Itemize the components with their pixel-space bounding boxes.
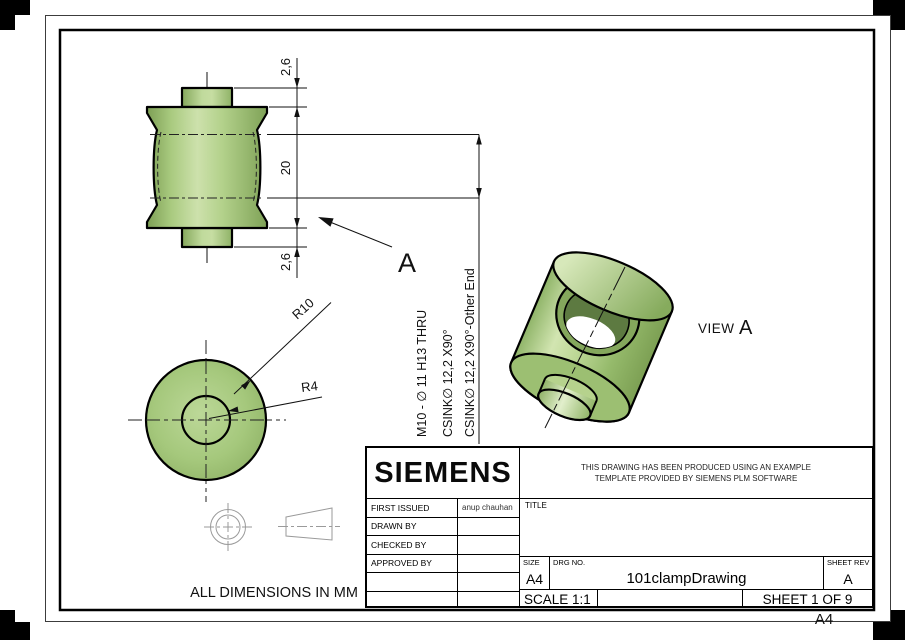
sheet-count-cell: SHEET 1 OF 9 bbox=[743, 590, 872, 608]
front-body bbox=[145, 105, 269, 230]
scale-row-empty-cell bbox=[598, 590, 743, 608]
iso-view-letter: A bbox=[739, 317, 753, 339]
sheet-count-value: SHEET 1 OF 9 bbox=[762, 591, 853, 607]
radius-inner-label: R4 bbox=[300, 378, 318, 395]
hole-callout-line3: CSINK∅ 12,2 X90°-Other End bbox=[463, 268, 477, 437]
approval-row-drawn-by: DRAWN BY bbox=[367, 517, 520, 536]
inner-border bbox=[58, 28, 876, 612]
size-value: A4 bbox=[525, 571, 544, 587]
iso-axis-centerline bbox=[544, 266, 626, 429]
drg-cell: DRG NO. 101clampDrawing bbox=[550, 557, 824, 589]
scale-value: SCALE 1:1 bbox=[524, 591, 591, 607]
title-block: SIEMENS THIS DRAWING HAS BEEN PRODUCED U… bbox=[365, 446, 874, 608]
approval-value: anup chauhan bbox=[462, 503, 513, 513]
approval-value bbox=[458, 573, 519, 591]
disclaimer-cell: THIS DRAWING HAS BEEN PRODUCED USING AN … bbox=[520, 448, 872, 499]
size-cell: SIZE A4 bbox=[520, 557, 550, 589]
front-boss-top bbox=[180, 86, 234, 109]
approval-label bbox=[367, 591, 458, 608]
approval-row-first-issued: FIRST ISSUED anup chauhan bbox=[367, 499, 520, 518]
hole-callout: M10 - ∅ 11 H13 THRU CSINK∅ 12,2 X90° CSI… bbox=[415, 268, 477, 437]
corner-mark-top-left bbox=[0, 0, 30, 30]
approval-label: CHECKED BY bbox=[367, 536, 458, 554]
approval-label: FIRST ISSUED bbox=[367, 499, 458, 517]
view-arrow-label: A bbox=[398, 248, 416, 278]
iso-top-cap bbox=[552, 251, 674, 322]
scale-cell: SCALE 1:1 bbox=[520, 590, 598, 608]
title-cell: TITLE bbox=[520, 499, 872, 557]
front-view bbox=[145, 72, 269, 263]
approval-label: DRAWN BY bbox=[367, 517, 458, 535]
siemens-logo: SIEMENS bbox=[374, 456, 512, 489]
projection-circle-outer bbox=[210, 509, 246, 545]
iso-through-hole bbox=[566, 316, 616, 349]
iso-boss-face bbox=[537, 388, 592, 422]
drg-label: DRG NO. bbox=[553, 558, 586, 567]
logo-cell: SIEMENS bbox=[367, 448, 520, 499]
projection-symbol bbox=[204, 503, 340, 551]
front-dimensions: 2,6 20 2,6 bbox=[234, 58, 482, 444]
sheet-rev-cell: SHEET REV A bbox=[824, 557, 872, 589]
corner-mark-bottom-left bbox=[0, 610, 30, 640]
iso-view-label: VIEW bbox=[698, 321, 735, 336]
approval-value bbox=[458, 592, 519, 609]
approval-row-empty-1 bbox=[367, 573, 520, 592]
dim-text-bottom: 2,6 bbox=[278, 253, 293, 271]
approval-value bbox=[458, 518, 519, 536]
projection-cone bbox=[285, 507, 333, 541]
view-direction-arrow: A bbox=[318, 217, 416, 278]
approval-row-checked-by: CHECKED BY bbox=[367, 536, 520, 555]
size-label: SIZE bbox=[523, 558, 540, 567]
dim-text-top: 2,6 bbox=[278, 58, 293, 76]
corner-mark-bottom-right bbox=[873, 610, 905, 640]
hole-callout-line2: CSINK∅ 12,2 X90° bbox=[441, 329, 455, 437]
radius-outer-label: R10 bbox=[289, 295, 317, 322]
hole-callout-line1: M10 - ∅ 11 H13 THRU bbox=[415, 310, 429, 437]
projection-circle-inner bbox=[215, 514, 241, 540]
approval-value bbox=[458, 536, 519, 554]
disclaimer-line2: TEMPLATE PROVIDED BY SIEMENS PLM SOFTWAR… bbox=[594, 474, 798, 483]
front-boss-bottom bbox=[180, 226, 234, 249]
approval-value bbox=[458, 555, 519, 573]
drg-value: 101clampDrawing bbox=[626, 570, 747, 587]
size-row: SIZE A4 DRG NO. 101clampDrawing SHEET RE… bbox=[520, 557, 872, 590]
disclaimer-line1: THIS DRAWING HAS BEEN PRODUCED USING AN … bbox=[581, 463, 811, 472]
sheet-rev-value: A bbox=[843, 571, 853, 587]
top-view: R10 R4 bbox=[128, 295, 332, 502]
title-label: TITLE bbox=[525, 501, 547, 510]
outer-frame bbox=[45, 15, 891, 622]
sheet-rev-label: SHEET REV bbox=[827, 558, 870, 567]
approval-label: APPROVED BY bbox=[367, 554, 458, 572]
approval-row-approved-by: APPROVED BY bbox=[367, 554, 520, 573]
dimensions-note: ALL DIMENSIONS IN MM bbox=[190, 585, 358, 601]
approval-row-empty-2 bbox=[367, 591, 520, 609]
iso-view: VIEW A bbox=[509, 251, 753, 429]
approval-label bbox=[367, 573, 458, 591]
sheet-format-label: A4 bbox=[815, 611, 833, 628]
dim-text-mid: 20 bbox=[278, 161, 293, 175]
scale-row: SCALE 1:1 SHEET 1 OF 9 bbox=[520, 590, 872, 608]
